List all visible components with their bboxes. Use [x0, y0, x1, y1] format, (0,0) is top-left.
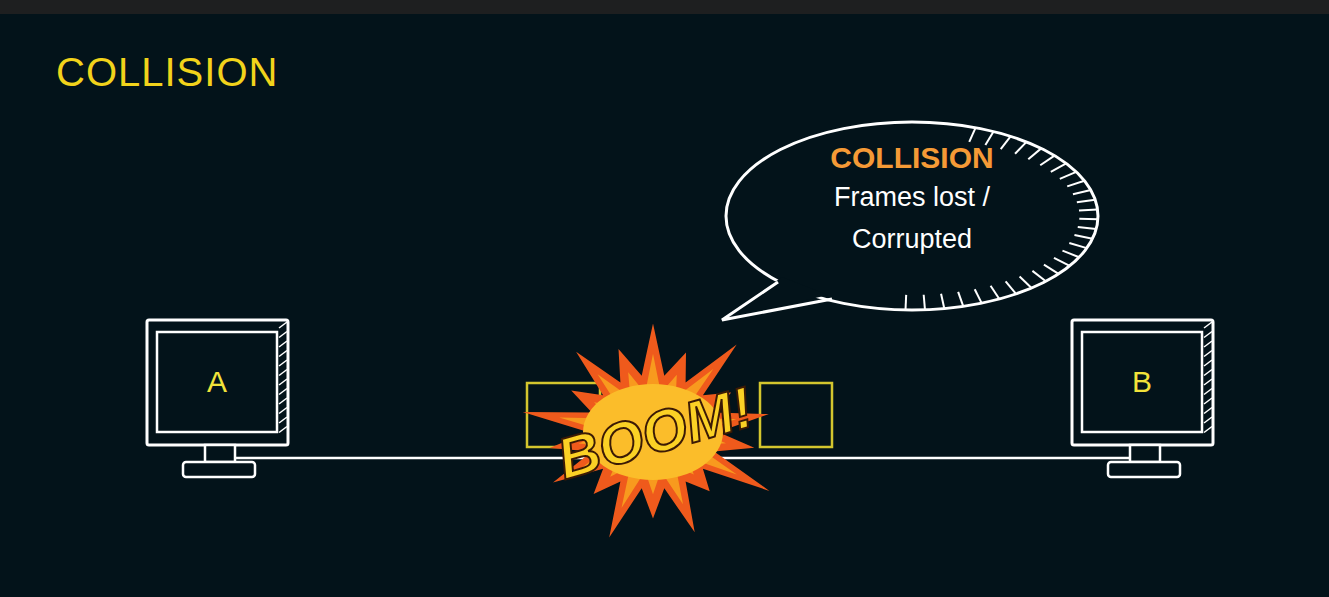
hatch [975, 289, 982, 303]
hatch [1020, 276, 1032, 288]
hatch [1204, 408, 1212, 414]
hatch [1079, 218, 1098, 221]
hatch [1069, 243, 1086, 248]
frame-box [760, 383, 832, 447]
hatch [279, 379, 287, 385]
hatch [991, 286, 1000, 299]
hatch [1204, 360, 1212, 366]
hatch [1001, 136, 1011, 149]
hatch [1204, 332, 1212, 338]
hatch [1204, 398, 1212, 404]
burst-outer [523, 323, 770, 537]
monitor-screen [157, 332, 277, 432]
boom-burst: BOOM! [505, 322, 805, 554]
hatch [1204, 341, 1212, 347]
hatch [1204, 351, 1212, 357]
hatch [1032, 271, 1045, 281]
computer-monitor: B [1070, 318, 1218, 481]
bubble-tail [722, 282, 832, 320]
hatch [279, 351, 287, 357]
top-bar [0, 0, 1329, 14]
hatch [924, 295, 925, 310]
hatch [279, 370, 287, 376]
hatch [1204, 427, 1212, 433]
hatch [1040, 156, 1054, 166]
boom-text: BOOM! [550, 372, 760, 491]
wire [1070, 457, 1130, 460]
monitor-base [183, 462, 255, 477]
hatch [1015, 142, 1026, 154]
hatch [1079, 209, 1098, 210]
hatch [279, 322, 287, 328]
monitor-neck [1130, 445, 1160, 462]
hatch [1204, 370, 1212, 376]
monitor-label: B [1132, 365, 1152, 399]
hatch [1051, 163, 1066, 171]
computer-monitor: A [145, 318, 293, 481]
monitor-frame [147, 320, 288, 445]
hatch [1204, 322, 1212, 328]
title: COLLISION [56, 50, 1329, 95]
hatch [279, 408, 287, 414]
hatch [279, 427, 287, 433]
monitor-frame [1072, 320, 1213, 445]
hatch [279, 389, 287, 395]
shape-outline [145, 318, 293, 481]
hatch [279, 341, 287, 347]
bubble-body: Frames lost / Corrupted [802, 177, 1022, 261]
hatch [1078, 227, 1096, 229]
hatch [279, 332, 287, 338]
monitor-label: A [207, 365, 227, 399]
hatch [1204, 417, 1212, 423]
hatch [279, 398, 287, 404]
hatch [1054, 258, 1070, 266]
hatch [941, 294, 944, 309]
bubble-heading: COLLISION [762, 138, 1062, 177]
hatch [1204, 379, 1212, 385]
hatch [1204, 389, 1212, 395]
hatch [905, 295, 908, 310]
hatch [969, 128, 975, 142]
hatch [1044, 265, 1059, 274]
hatch [1074, 235, 1092, 239]
speech-bubble: COLLISIONFrames lost / Corrupted [720, 112, 1105, 324]
hatch [1067, 181, 1084, 187]
hatch [1077, 200, 1095, 203]
hatch [1073, 190, 1091, 194]
hatch [1060, 172, 1076, 179]
hatch [958, 292, 963, 306]
monitor-neck [205, 445, 235, 462]
hatch [279, 360, 287, 366]
hatch [1006, 281, 1016, 293]
hatch [279, 417, 287, 423]
monitor-base [1108, 462, 1180, 477]
monitor-screen [1082, 332, 1202, 432]
hatch [1062, 251, 1079, 258]
wire [235, 457, 293, 460]
shape-outline [1070, 318, 1218, 481]
hatch [1028, 148, 1041, 159]
